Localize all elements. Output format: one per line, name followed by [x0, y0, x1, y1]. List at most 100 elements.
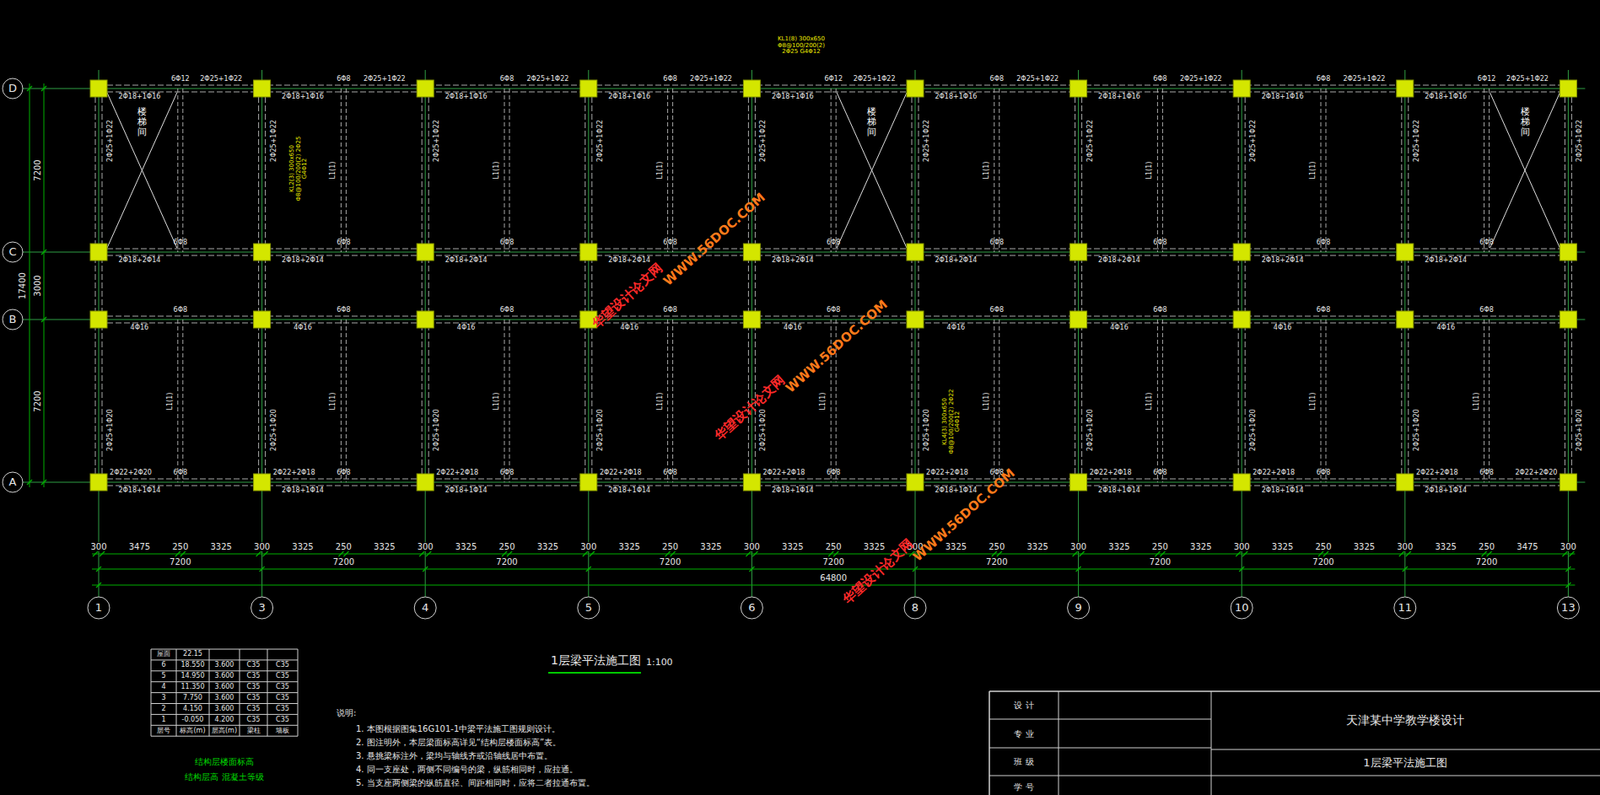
secondary-beam [1488, 88, 1490, 253]
table-cell: 7.750 [183, 694, 203, 703]
rebar-note: 2Φ18+1Φ14 [771, 487, 814, 496]
dimension-tick [41, 317, 47, 323]
dimension-lines [26, 83, 1575, 588]
rebar-note: 6Φ8 [1316, 239, 1331, 248]
rebar-note: 2Φ25+1Φ22 [1016, 75, 1059, 84]
title-block-field: 班 级 [1013, 757, 1034, 767]
rebar-note: 6Φ8 [990, 307, 1004, 315]
table-cell: 屋面 [156, 651, 171, 659]
rebar-note: 2Φ18+1Φ14 [1424, 487, 1467, 496]
column [416, 311, 434, 329]
rebar-note: 6Φ8 [990, 75, 1004, 84]
rebar-note: 2Φ25+1Φ22 [689, 75, 733, 84]
dimension-text: 300 [1559, 542, 1578, 552]
title-block-field: 专 业 [1013, 729, 1034, 739]
table-cell: 梁柱 [247, 727, 261, 735]
axis-bubble [2, 242, 23, 263]
axis-line [1567, 70, 1569, 598]
project-name: 天津某中学教学楼设计 [1346, 714, 1465, 728]
beam-mark: L1(1) [656, 392, 664, 410]
table-cell: 标高(m) [179, 727, 205, 735]
rebar-note: 2Φ25+1Φ20 [433, 409, 442, 452]
axis-bubble [2, 78, 23, 99]
column [580, 243, 598, 261]
column [1070, 311, 1088, 329]
dimension-text: 300 [579, 542, 598, 552]
dimension-tick [506, 551, 512, 557]
beam-edge [1074, 88, 1076, 483]
beam-edge [98, 248, 1568, 250]
column [1559, 474, 1577, 491]
dimension-tick [589, 551, 595, 557]
table-rule [150, 670, 298, 672]
column [90, 80, 108, 97]
column [416, 474, 434, 491]
table-rule [150, 725, 298, 727]
beams [95, 85, 1572, 486]
dimension-tick [1239, 566, 1245, 572]
rebar-note: 6Φ8 [1152, 307, 1167, 315]
axis-line [751, 70, 753, 598]
stair-label: 楼梯间 [1520, 107, 1530, 138]
dimension-text: 7200 [495, 557, 518, 567]
stair-cross [836, 92, 907, 248]
beam-mark: L1(1) [819, 392, 828, 410]
axis-line [587, 70, 589, 598]
title-block-rule [1211, 775, 1600, 777]
rebar-note: 6Φ8 [336, 469, 351, 478]
secondary-beam [509, 88, 511, 253]
note-line: 4. 同一支座处，两侧不同编号的梁，纵筋相同时，应拉通。 [355, 764, 578, 775]
rebar-note: 6Φ8 [1316, 469, 1331, 478]
rebar-note: 2Φ22+2Φ20 [1514, 469, 1557, 478]
rebar-note: 2Φ18+1Φ16 [445, 93, 488, 102]
table-caption: 结构层高 混凝土等级 [184, 772, 264, 782]
rebar-note: 4Φ16 [457, 324, 476, 333]
secondary-beam [1483, 319, 1485, 483]
dimension-line [91, 554, 1575, 555]
stair-cross [1490, 92, 1561, 248]
rebar-note: 4Φ16 [293, 324, 313, 333]
rebar-note: 2Φ22+2Φ18 [762, 469, 805, 478]
column [906, 311, 924, 329]
column [906, 80, 924, 97]
dimension-tick [745, 551, 751, 557]
dimension-tick [1072, 551, 1078, 557]
secondary-beam [1483, 88, 1485, 253]
columns [90, 80, 1577, 491]
beam-edge [1571, 88, 1573, 483]
dimension-text: 3325 [944, 542, 968, 552]
axis-label: D [8, 82, 17, 95]
column [743, 80, 760, 97]
rebar-note: 2Φ25+1Φ20 [269, 409, 278, 452]
column [743, 474, 760, 491]
dimension-text: 7200 [821, 557, 845, 567]
stair-cross [107, 92, 178, 248]
rebar-note: 6Φ8 [500, 239, 514, 248]
dimension-tick [26, 479, 33, 485]
secondary-beam [345, 88, 347, 253]
dimension-text: 3325 [1433, 542, 1457, 552]
column [1396, 311, 1414, 329]
dimension-text: 250 [497, 542, 516, 552]
beam-edge [428, 88, 430, 483]
axis-bubble [1230, 597, 1253, 620]
beam-edge [98, 323, 1568, 324]
dimension-tick [92, 551, 98, 557]
dimension-text: 3325 [617, 542, 641, 552]
beam-edge [98, 485, 1568, 487]
dimension-tick [582, 551, 588, 557]
axis-label: 5 [585, 602, 593, 615]
rebar-note: 6Φ8 [1479, 469, 1493, 478]
secondary-beam [177, 319, 178, 483]
rebar-note: 2Φ25+1Φ22 [1342, 75, 1385, 84]
dimension-text: 250 [824, 542, 843, 552]
rebar-note: 2Φ18+2Φ14 [1098, 257, 1141, 265]
beam-edge [1081, 88, 1083, 483]
dimension-text: 250 [1151, 542, 1170, 552]
dimension-tick [1318, 551, 1324, 557]
dimension-tick [991, 551, 997, 557]
column [1396, 474, 1414, 491]
secondary-beam [1162, 88, 1164, 253]
column [253, 80, 271, 97]
table-cell: C35 [275, 716, 290, 724]
